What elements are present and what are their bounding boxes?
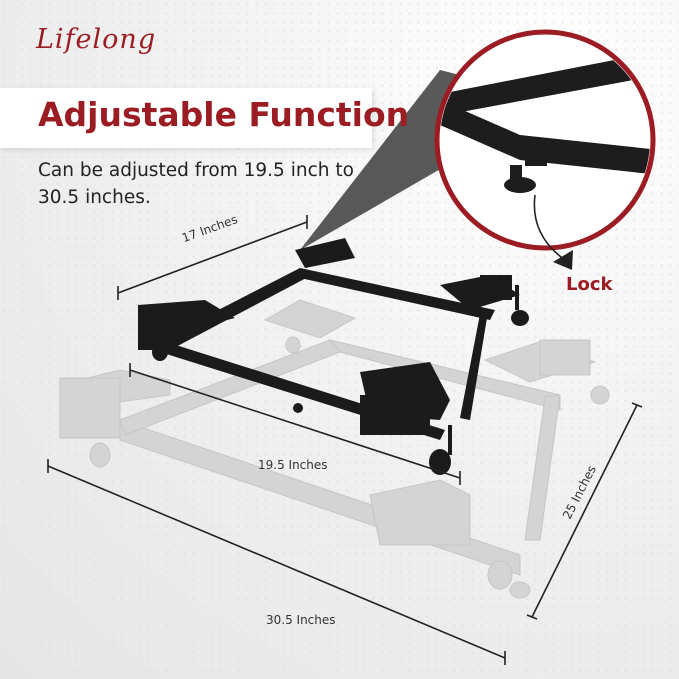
arrow-head-icon <box>553 250 573 270</box>
dimension-lines <box>47 215 643 665</box>
brand-logo: Lifelong <box>36 24 157 55</box>
dim-line-depth <box>531 404 638 618</box>
lock-pointer-arrow <box>533 194 566 261</box>
title-banner <box>0 88 372 148</box>
page-title: Adjustable Function <box>38 95 410 134</box>
compact-stand-frame <box>138 238 529 475</box>
page-subtitle: Can be adjusted from 19.5 inch to 30.5 i… <box>38 160 354 208</box>
dim-line-inner-length <box>129 369 461 479</box>
dim-label-outer-length: 30.5 Inches <box>266 613 336 627</box>
lock-label: Lock <box>566 274 613 295</box>
dim-line-top <box>117 221 308 294</box>
lock-zoom-callout <box>434 29 656 270</box>
dim-line-outer-length <box>47 465 506 659</box>
extended-stand-ghost <box>59 299 610 599</box>
dim-label-inner-length: 19.5 Inches <box>258 458 328 472</box>
